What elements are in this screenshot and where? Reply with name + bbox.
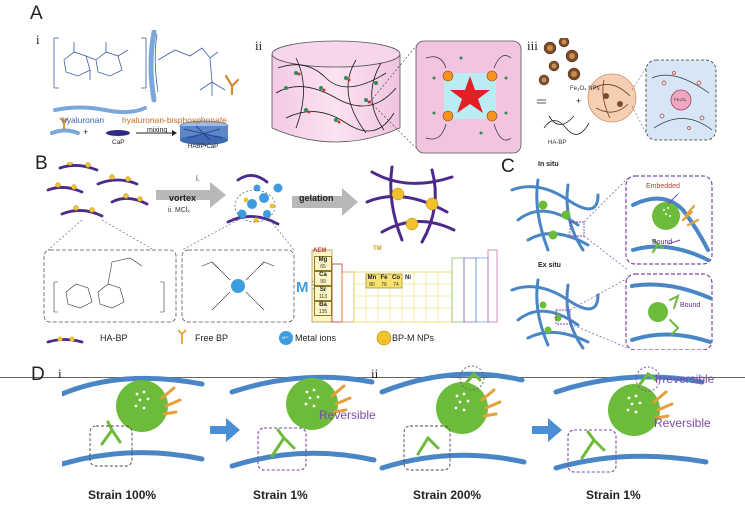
aem-symbol: Ca xyxy=(319,272,327,278)
strain-recovery-diagram xyxy=(62,365,709,473)
panel-letter-b: B xyxy=(35,153,48,174)
tm-label: TM xyxy=(373,246,382,252)
panel-letter-c: C xyxy=(501,156,515,177)
panel-letter-d: D xyxy=(31,364,45,385)
aem-symbol: Sr xyxy=(319,287,327,293)
reversible-label-1: Reversible xyxy=(319,408,376,422)
in-situ-label: In situ xyxy=(538,161,559,168)
bound-label-ex-situ: Bound xyxy=(680,302,701,309)
panel-a-numeral-iii: iii xyxy=(527,38,538,53)
vortex-label: vortex xyxy=(169,193,197,203)
mixing-label: mixing xyxy=(147,127,168,134)
ha-bp-label-a-iii: HA-BP xyxy=(548,140,567,146)
fe3o4-np-diagram xyxy=(537,38,717,141)
caption-strain-1-a: Strain 1% xyxy=(253,488,308,502)
panel-d-divider xyxy=(0,377,745,378)
fe3o4-nps-label: Fe₃O₄ NPs xyxy=(570,86,600,92)
cap-label: CaP xyxy=(112,139,125,146)
caption-strain-100: Strain 100% xyxy=(88,488,157,502)
aem-label: AEM xyxy=(313,248,327,254)
irreversible-label: Irreversible xyxy=(655,372,715,386)
gelation-label: gelation xyxy=(299,193,334,203)
legend-metal-ions: Metal ions xyxy=(295,333,337,343)
step-ii-label: ii. MClₓ xyxy=(168,207,190,214)
aem-value: 113 xyxy=(319,294,327,300)
legend-bp-m-nps: BP-M NPs xyxy=(392,333,435,343)
caption-strain-1-b: Strain 1% xyxy=(586,488,641,502)
reversible-label-2: Reversible xyxy=(654,416,711,430)
tm-element-ni: Ni xyxy=(402,275,414,289)
hyaluronan-label: hyaluronan xyxy=(62,115,105,125)
bound-label-in-situ: Bound xyxy=(652,239,673,246)
embedded-label: Embedded xyxy=(646,183,680,190)
panel-a-numeral-ii: ii xyxy=(255,38,263,53)
metal-bp-gelation-diagram xyxy=(43,162,498,346)
hydrogel-cylinder-diagram xyxy=(271,40,522,154)
aem-value: 99 xyxy=(320,279,326,285)
step-i-label: i. xyxy=(196,174,200,183)
panel-letter-a: A xyxy=(30,3,43,24)
legend-free-bp: Free BP xyxy=(195,333,229,343)
habp-cap-label: HABP•CaP xyxy=(188,144,219,150)
tm-symbol: Fe xyxy=(380,275,388,281)
metal-ion-icon-text: Mⁿ⁺ xyxy=(282,335,289,340)
panel-d-numeral-i: i xyxy=(58,366,62,381)
fe3o4-core-label: Fe₃O₄ xyxy=(674,97,687,102)
tm-symbol: Ni xyxy=(405,275,411,281)
ex-situ-label: Ex situ xyxy=(538,262,561,269)
plus-sign-a-i: + xyxy=(83,127,89,137)
habp-label: hyaluronan-bisphosphonate xyxy=(122,115,227,125)
aem-value: 65 xyxy=(320,264,326,270)
tm-symbol: Mn xyxy=(367,275,377,281)
tm-value: 76 xyxy=(381,282,387,288)
plus-sign-a-iii: + xyxy=(576,96,582,106)
panel-a-numeral-i: i xyxy=(36,32,40,47)
tm-value: 74 xyxy=(393,282,399,288)
aem-symbol: Ba xyxy=(319,302,327,308)
aem-symbol: Mg xyxy=(318,257,328,263)
tm-symbol: Co xyxy=(392,275,400,281)
panel-d-numeral-ii: ii xyxy=(371,366,379,381)
in-situ-ex-situ-diagram xyxy=(510,175,713,350)
tm-value: 80 xyxy=(369,282,375,288)
hyaluronan-structures-diagram xyxy=(50,30,240,145)
legend-ha-bp: HA-BP xyxy=(100,333,128,343)
aem-value: 135 xyxy=(318,309,328,315)
caption-strain-200: Strain 200% xyxy=(413,488,482,502)
